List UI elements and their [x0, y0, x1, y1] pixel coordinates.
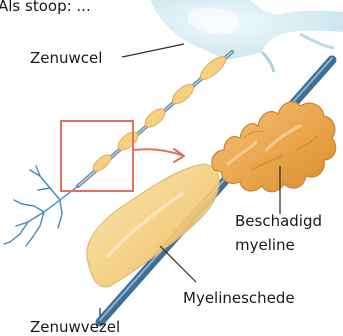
axon-terminal-branches	[4, 166, 78, 246]
label-myelin-sheath: Myelineschede	[183, 289, 295, 307]
top-text: Als stoop: ...	[0, 0, 91, 15]
nerve-cell-body	[150, 0, 343, 72]
highlight-box	[61, 121, 133, 191]
zoom-arrow	[133, 149, 184, 162]
label-nerve-cell: Zenuwcel	[30, 49, 102, 67]
leader-myelin-sheath	[160, 246, 196, 282]
leader-nerve-cell	[122, 44, 184, 57]
damaged-myelin	[212, 102, 336, 192]
label-nerve-fiber: Zenuwvezel	[30, 318, 120, 336]
label-damaged-myelin: Beschadigd	[235, 212, 322, 230]
label-damaged-myelin-line2: myeline	[235, 236, 295, 254]
